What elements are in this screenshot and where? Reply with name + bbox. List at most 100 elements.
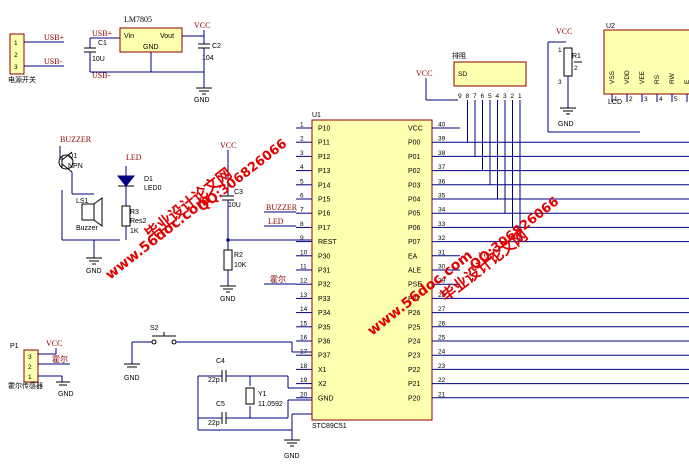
mcu-pin-name-p07: P07 [408,239,421,246]
mcu-pin-num-12: 12 [300,278,308,285]
pot-pin-3: 3 [558,79,562,86]
mcu-pin-num-31: 31 [438,249,446,256]
ra-pin-9: 9 [458,93,462,100]
mcu-pin-name-p21: P21 [408,381,421,388]
r3-type: Res2 [130,218,146,225]
resistor-array-body [453,61,527,87]
gnd-switch: GND [124,375,140,382]
hall-vcc: VCC [46,339,62,348]
mcu-pin-num-1: 1 [300,122,304,129]
mcu-pin-num-8: 8 [300,221,304,228]
net-usb-plus-2: USB+ [92,29,113,38]
r2-ref: R2 [234,252,243,259]
mcu-pin-name-p20: P20 [408,395,421,402]
mcu-pin-name-p04: P04 [408,197,421,204]
lcd-body [603,29,689,95]
c3-ref: C3 [234,189,243,196]
mcu-pin-num-9: 9 [300,235,304,242]
q1-type: NPN [68,163,83,170]
d1-name: LED0 [144,185,162,192]
mcu-pin-name-ea: EA [408,253,418,260]
mcu-left-pins: 1P102P113P124P135P146P157P168P179REST10P… [296,122,337,402]
mcu-pin-num-30: 30 [438,264,446,271]
lcd-pin-num-4: 4 [659,96,663,103]
lcd-name: LCD [608,99,622,106]
resistor-array-label: 排阻 [452,51,466,60]
ra-pin-3: 3 [503,93,507,100]
mcu-pin-num-24: 24 [438,349,446,356]
mcu-pin-num-18: 18 [300,363,308,370]
reset-vcc: VCC [220,141,236,150]
mcu-pin-name-p36: P36 [318,339,331,346]
mcu-pin-num-34: 34 [438,207,446,214]
power-section: 1 2 3 电源开关 USB+ USB- USB+ C1 10U USB- LM… [8,15,221,104]
pot-r1 [563,47,573,77]
mcu-pin-name-p00: P00 [408,140,421,147]
mcu-pin-num-7: 7 [300,207,304,214]
mcu-pin-num-14: 14 [300,306,308,313]
reset-section: VCC C3 10U R2 10K GND [220,141,312,303]
mcu-pin-num-15: 15 [300,320,308,327]
lcd-pin-name-rs: RS [654,74,661,84]
mcu-pin-num-36: 36 [438,178,446,185]
mcu-pin-num-26: 26 [438,320,446,327]
mcu-pin-num-33: 33 [438,221,446,228]
hall-pin-2: 2 [28,364,32,371]
led-net: LED [126,153,142,162]
mcu-pin-name-gnd: GND [318,395,334,402]
buzzer-section: BUZZER Q1 NPN LS1 Buzzer GND LED D1 LED0… [58,135,162,275]
mcu-pin-num-19: 19 [300,377,308,384]
mcu-pin-name-p22: P22 [408,367,421,374]
ra-pin-1: 1 [518,93,522,100]
c2-ref: C2 [212,43,221,50]
r1-ref: R1 [572,53,581,60]
power-pin-3: 3 [14,64,18,71]
gnd-lcd: GND [558,121,574,128]
gnd-crystal: GND [284,453,300,460]
mcu-pin-num-2: 2 [300,136,304,143]
c5-value: 22p [208,420,220,427]
mcu-pin-num-25: 25 [438,335,446,342]
pot-pin-1: 1 [558,47,562,54]
lm7805-vin: Vin [124,33,134,40]
mcu-pin-num-4: 4 [300,164,304,171]
lcd-pin-name-vee: VEE [639,70,646,84]
power-header [9,33,25,75]
crystal-section: C4 22p C5 22p Y1 11.0592 GND [197,358,312,460]
mcu-pin-name-p11: P11 [318,140,330,147]
power-switch-label: 电源开关 [8,75,36,84]
q1-ref: Q1 [68,153,77,160]
mcu-pin-num-3: 3 [300,150,304,157]
u2-ref: U2 [606,23,615,30]
mcu-pin-num-29: 29 [438,278,446,285]
c1-ref: C1 [98,40,107,47]
mcu-pin-num-21: 21 [438,391,446,398]
mcu-pin-num-11: 11 [300,264,307,271]
mcu-pin-name-p16: P16 [318,211,331,218]
gnd-hall: GND [58,391,74,398]
mcu-pin-name-p27: P27 [408,296,421,303]
mcu-pin-name-p10: P10 [318,126,331,133]
mcu-pin-num-5: 5 [300,178,304,185]
mcu-pin-num-16: 16 [300,335,308,342]
mcu-pin-name-p33: P33 [318,296,331,303]
lm7805-ref: LM7805 [124,15,152,24]
lcd-vcc: VCC [556,27,572,36]
buzzer-net-title: BUZZER [60,135,92,144]
hall-net: 霍尔 [52,354,68,364]
lcd-pin-name-e: E [684,79,689,84]
mcu-pin-num-6: 6 [300,193,304,200]
ls1-name: Buzzer [76,225,98,232]
mcu-pin-name-p01: P01 [408,154,421,161]
lcd-pin-num-1: 1 [614,96,618,103]
mcu-pin-num-13: 13 [300,292,308,299]
mcu-pin-num-27: 27 [438,306,446,313]
c3-value: 10U [228,202,241,209]
mcu-pin-num-35: 35 [438,193,446,200]
r2-value: 10K [234,262,247,269]
mcu-body [311,119,433,421]
net-usb-minus-1: USB- [44,57,63,66]
crystal-y1 [245,387,255,405]
pot-pin-2: 2 [574,65,578,72]
lcd-pin-num-2: 2 [629,96,633,103]
